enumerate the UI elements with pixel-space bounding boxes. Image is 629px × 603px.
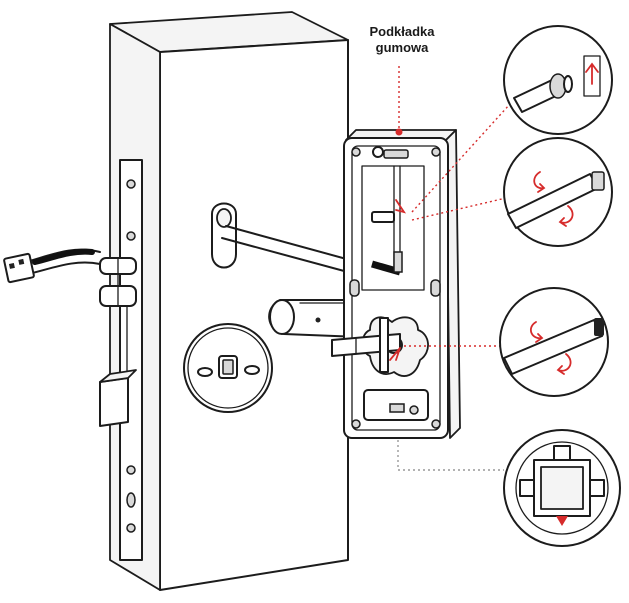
- screw-hole: [431, 419, 441, 429]
- lock-backplate: [331, 128, 461, 439]
- detail-circle-screw-in: [503, 137, 613, 247]
- detail-circle-gasket: [503, 25, 613, 135]
- backplate-front: [343, 137, 449, 439]
- leader-lines: [397, 64, 511, 471]
- detail-circle-rotate-rod: [499, 287, 609, 397]
- screw-hole: [431, 147, 441, 157]
- red-direction-arrow: [395, 199, 407, 214]
- red-direction-arrow: [389, 347, 401, 361]
- screw-hole: [351, 419, 361, 429]
- red-rotation-arrow: [533, 171, 546, 193]
- screw-hole: [351, 147, 361, 157]
- red-direction-arrow: [585, 62, 599, 85]
- detail-circle-spindle-socket: [503, 429, 621, 547]
- rubber-gasket-label: Podkładka gumowa: [356, 24, 448, 56]
- rubber-gasket-label-line2: gumowa: [375, 40, 429, 55]
- mortise-rollers: [99, 257, 137, 307]
- red-rotation-arrow: [529, 321, 544, 343]
- rose-plate: [183, 323, 273, 413]
- mortise-faceplate: [119, 159, 143, 561]
- cable-connector: [3, 252, 35, 284]
- red-rotation-arrow: [558, 205, 574, 227]
- red-rotation-arrow: [556, 353, 572, 375]
- cable-with-connector: [3, 248, 101, 284]
- mortise-latch: [99, 369, 137, 427]
- rubber-gasket-marker: [395, 128, 403, 136]
- rubber-gasket-label-line1: Podkładka: [369, 24, 435, 39]
- red-alignment-arrow: [556, 516, 568, 526]
